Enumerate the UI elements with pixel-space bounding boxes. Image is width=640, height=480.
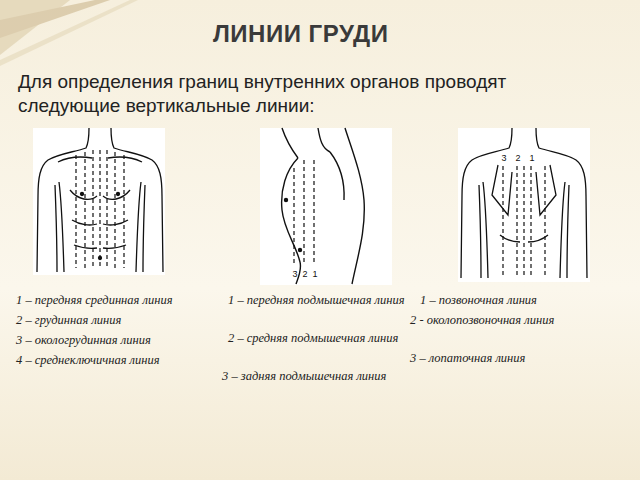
corner-decoration: [0, 0, 138, 66]
intro-text: Для определения границ внутренних органо…: [18, 70, 578, 118]
slide-title: ЛИНИИ ГРУДИ: [213, 20, 388, 48]
caption-line: 1 – передняя подмышечная линия: [228, 291, 418, 309]
caption-line: 1 – позвоночная линия: [420, 291, 620, 309]
back-torso-figure: [458, 128, 590, 282]
caption-line: 3 – лопаточная линия: [410, 349, 610, 367]
caption-line: 1 – передняя срединная линия: [16, 291, 221, 309]
callout-number: 2: [301, 269, 309, 279]
caption-line: 2 – средняя подмышечная линия: [228, 329, 418, 347]
caption-line: 2 - околопозвоночная линия: [410, 311, 572, 329]
side-torso-figure: [260, 128, 392, 285]
callout-number: 3: [291, 269, 299, 279]
callout-number: 1: [528, 153, 536, 163]
caption-line: 3 – окологрудинная линия: [16, 331, 221, 349]
caption-line: 3 – задняя подмышечная линия: [222, 367, 418, 385]
callout-number: 2: [514, 153, 522, 163]
front-torso-figure: [33, 128, 165, 275]
caption-line: 2 – грудинная линия: [16, 311, 221, 329]
caption-line: 4 – среднеключичная линия: [16, 351, 221, 369]
callout-number: 3: [500, 153, 508, 163]
callout-number: 1: [311, 269, 319, 279]
